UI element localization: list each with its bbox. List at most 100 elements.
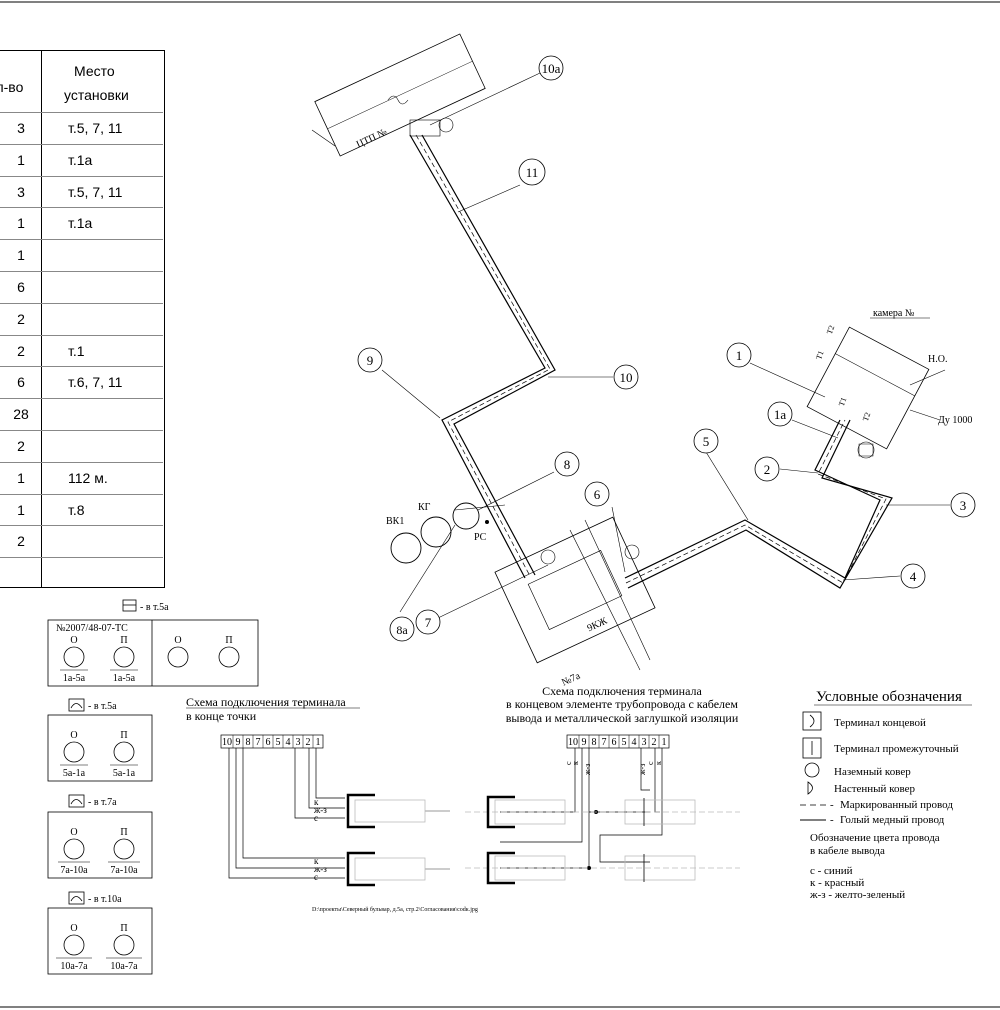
svg-text:к - красный: к - красный (810, 877, 864, 889)
row-place: т.1а (68, 151, 93, 168)
terminal-number: 6 (266, 737, 271, 748)
svg-text:5а-1а: 5а-1а (113, 768, 136, 779)
terminal-number: 3 (296, 737, 301, 748)
terminal-number: 5 (276, 737, 281, 748)
svg-text:1: 1 (736, 348, 743, 363)
svg-text:8а: 8а (396, 623, 408, 637)
rs-well (452, 502, 480, 530)
ctp-label: ЦТП № (355, 127, 389, 151)
row-qty: 2 (17, 438, 25, 454)
svg-text:в концевом элементе трубопрово: в концевом элементе трубопровода с кабел… (506, 697, 738, 711)
svg-text:ж-з - желто-зеленый: ж-з - желто-зеленый (809, 889, 905, 901)
svg-text:2: 2 (764, 462, 771, 477)
callout-11: 10а (538, 55, 564, 81)
svg-text:- в т.7а: - в т.7а (88, 797, 117, 808)
row-place: т.5, 7, 11 (68, 183, 123, 200)
svg-text:- в т.10а: - в т.10а (88, 894, 122, 905)
terminal-number: 2 (306, 737, 311, 748)
row-qty: 2 (17, 533, 25, 550)
t2-label-b: T2 (861, 411, 872, 422)
legend: Условные обозначения Терминал концевой Т… (800, 689, 972, 901)
svg-text:вывода и металлической заглушк: вывода и металлической заглушкой изоляци… (506, 711, 739, 725)
terminal-number: 8 (592, 737, 597, 748)
svg-text:9: 9 (367, 353, 374, 368)
svg-text:Голый медный провод: Голый медный провод (840, 814, 945, 826)
callout-1a: 1а (767, 401, 793, 427)
svg-text:10: 10 (620, 370, 633, 385)
table-row: 6 (0, 271, 163, 303)
row-qty: 3 (17, 120, 25, 136)
callout-leaders (381, 72, 950, 619)
place-header-1: Место (74, 63, 115, 79)
row-place: т.1 (68, 342, 85, 359)
terminal-number: 10 (568, 737, 578, 748)
qty-header: ол-во (0, 79, 24, 95)
vk1-well (390, 532, 422, 564)
terminal-box-2: - в т.5а О П 5а-1а 5а-1а (47, 698, 153, 782)
table-row: 1 112 м. (0, 461, 163, 494)
table-row: 1 т.8 (0, 493, 163, 526)
svg-text:О: О (70, 635, 77, 646)
svg-text:Условные обозначения: Условные обозначения (816, 689, 962, 705)
rs-label: РС (474, 532, 487, 543)
svg-text:10а-7а: 10а-7а (60, 961, 88, 972)
chamber-9kzh (494, 516, 656, 664)
svg-text:№2007/48-07-ТС: №2007/48-07-ТС (56, 623, 128, 634)
svg-text:8: 8 (564, 457, 571, 472)
row-place: т.1а (68, 215, 93, 232)
table-row: 2 т.1 (0, 334, 163, 367)
table-row (0, 557, 163, 589)
svg-text:Терминал концевой: Терминал концевой (834, 717, 926, 729)
svg-text:О: О (70, 923, 77, 934)
terminal-number: 4 (632, 737, 637, 748)
svg-text:с: с (646, 761, 655, 765)
row-qty: 1 (17, 501, 25, 518)
table-row: 2 (0, 525, 163, 557)
terminal-number: 5 (622, 737, 627, 748)
svg-text:О: О (174, 635, 181, 646)
table-row: 28 (0, 398, 163, 430)
svg-text:ж-з: ж-з (313, 864, 327, 874)
svg-text:6: 6 (594, 487, 601, 502)
row-qty: 6 (17, 374, 25, 391)
ctp-building (314, 33, 486, 157)
terminal-number: 2 (652, 737, 657, 748)
terminal-box-1: - в т.5а №2007/48-07-ТС О П 1а-5а 1а-5а … (47, 599, 259, 687)
terminal-number: 1 (662, 737, 667, 748)
callout-8a: 8а (389, 616, 415, 642)
t1-label-a: T1 (814, 349, 825, 360)
chamber-9kzh-label: 9КЖ (586, 616, 609, 635)
callout-1: 1 (726, 342, 752, 368)
callout-3: 3 (950, 492, 976, 518)
svg-text:в конце точки: в конце точки (186, 709, 257, 723)
svg-text:7а-10а: 7а-10а (110, 865, 138, 876)
row-qty: 1 (17, 469, 25, 486)
svg-text:11: 11 (526, 165, 539, 180)
row-place: т.8 (68, 501, 85, 518)
row-place: 112 м. (68, 469, 108, 486)
callout-5: 5 (693, 428, 719, 454)
svg-text:10а-7а: 10а-7а (110, 961, 138, 972)
svg-text:П: П (225, 635, 232, 646)
callout-2: 2 (754, 456, 780, 482)
row-qty: 28 (13, 406, 29, 423)
svg-text:ж-з: ж-з (638, 764, 647, 776)
qty-column (0, 51, 42, 587)
right-connection-scheme: Схема подключения терминала в концевом э… (465, 684, 740, 885)
svg-text:Схема подключения терминала: Схема подключения терминала (542, 684, 702, 698)
terminal-number: 7 (602, 737, 607, 748)
svg-text:-: - (830, 814, 834, 826)
svg-text:к: к (654, 761, 663, 765)
t2-label-a: T2 (825, 324, 836, 335)
no-label: Н.О. (928, 354, 947, 365)
svg-text:Схема подключения терминала: Схема подключения терминала (186, 695, 346, 709)
terminal-number: 1 (316, 737, 321, 748)
svg-text:5: 5 (703, 434, 710, 449)
camera-chamber (806, 326, 930, 450)
row-qty: 2 (17, 342, 25, 359)
